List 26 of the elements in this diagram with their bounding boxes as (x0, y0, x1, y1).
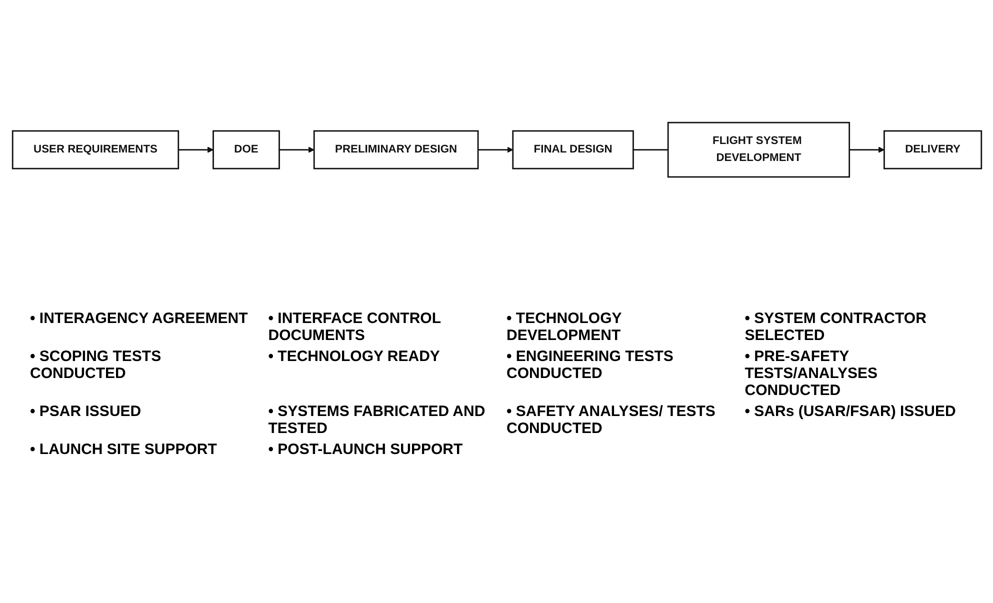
arrow (848, 146, 884, 154)
bullet-note: • SYSTEMS FABRICATED AND TESTED (268, 403, 486, 437)
bullet-note: • PRE-SAFETY TESTS/ANALYSES CONDUCTED (744, 348, 879, 399)
bullet-note: • TECHNOLOGY READY (268, 348, 441, 367)
bullet-note: • SAFETY ANALYSES/ TESTS CONDUCTED (506, 403, 716, 437)
bullet-note: • SCOPING TESTS CONDUCTED (30, 348, 162, 384)
connector (632, 149, 668, 151)
arrow (478, 146, 513, 154)
bullet-note: • TECHNOLOGY DEVELOPMENT (506, 310, 622, 344)
bullet-note: • SYSTEM CONTRACTOR SELECTED (744, 310, 928, 344)
arrow (278, 146, 314, 154)
node-box (512, 130, 634, 170)
node-box (212, 130, 280, 170)
node-box (11, 130, 179, 170)
node-box (312, 130, 478, 170)
bullet-note: • LAUNCH SITE SUPPORT (30, 441, 218, 458)
bullet-note: • SARs (USAR/FSAR) ISSUED (744, 403, 957, 422)
bullet-note: • POST-LAUNCH SUPPORT (268, 441, 464, 458)
bullet-note: • ENGINEERING TESTS CONDUCTED (506, 348, 674, 384)
node-box (883, 130, 982, 170)
bullet-note: • PSAR ISSUED (30, 403, 142, 422)
flow-diagram: USER REQUIREMENTS DOE PRELIMINARY DESIGN FINAL DESIGN FLIGHT SYSTEM DEVELOPMENT DELIVERY (6, 117, 986, 183)
arrow (178, 146, 214, 154)
node-box (666, 122, 850, 178)
bullet-note: • INTERFACE CONTROL DOCUMENTS (268, 310, 442, 344)
bullet-note: • INTERAGENCY AGREEMENT (30, 310, 248, 329)
